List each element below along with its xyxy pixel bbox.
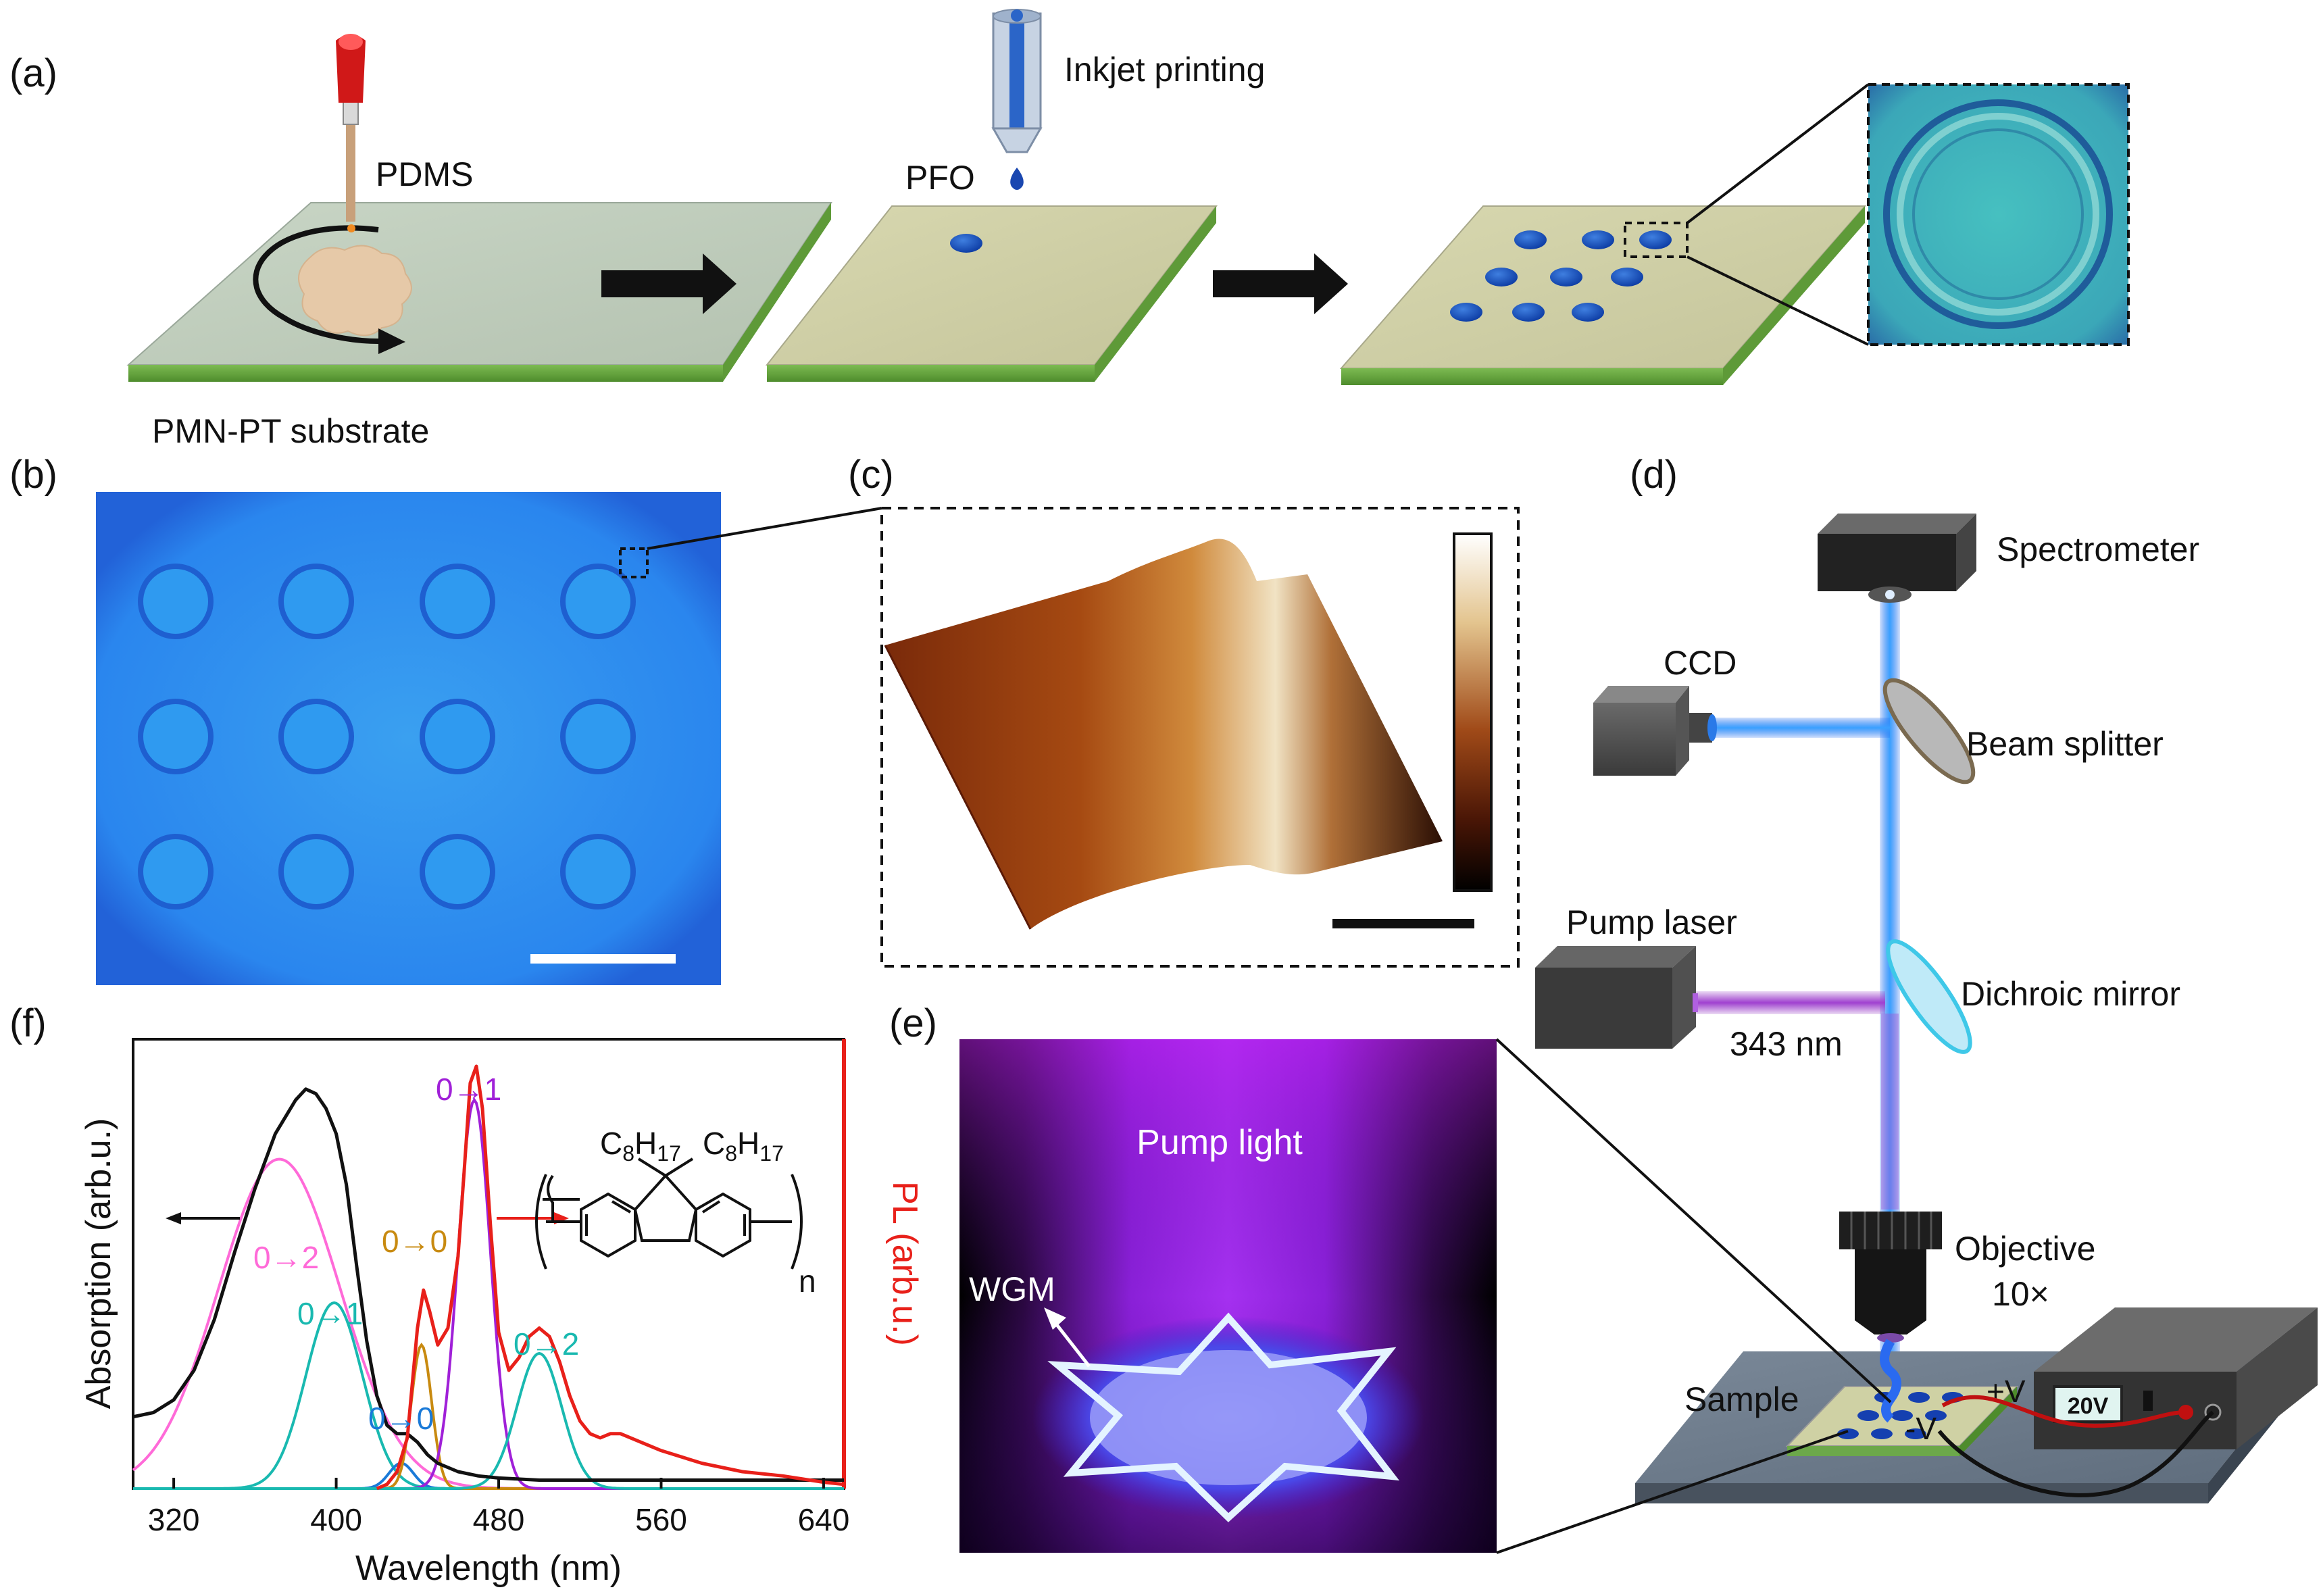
- afm-image: [880, 507, 1520, 968]
- anno-pl-02: 0→2: [514, 1326, 579, 1362]
- microdisk: [420, 564, 495, 639]
- minus-v-label: -V: [1905, 1411, 1937, 1446]
- dichroic-mirror-label: Dichroic mirror: [1961, 975, 2180, 1013]
- substrate-plate-3: [1339, 205, 1867, 385]
- zoom-line-e2: [1496, 1430, 1849, 1554]
- dichroic-mirror-icon: [1886, 939, 1972, 1054]
- zoom-line-a1: [1686, 83, 1870, 224]
- panel-e-label: (e): [889, 1001, 937, 1045]
- scale-bar-b: [530, 954, 676, 964]
- microdisk: [278, 699, 354, 774]
- x-tick-label: 480: [473, 1502, 525, 1537]
- objective-label: Objective: [1955, 1230, 2095, 1268]
- voltage-display: 20V: [2068, 1393, 2109, 1419]
- y-axis-label-right: PL (arb.u.): [885, 1181, 924, 1346]
- spectra-chart: 320 400 480 560 640 Wavelength (nm) Absorpti…: [79, 1038, 924, 1588]
- positive-wire: [1941, 1395, 2187, 1428]
- x-tick-label: 320: [148, 1502, 200, 1537]
- microdisk: [560, 564, 636, 639]
- microdisk: [420, 699, 495, 774]
- microdisk: [138, 834, 214, 909]
- anno-pl-00: 0→0: [382, 1224, 447, 1259]
- wgm-label: WGM: [969, 1270, 1055, 1308]
- signal-beam-ccd: [1713, 718, 1890, 738]
- beam-splitter-label: Beam splitter: [1966, 725, 2164, 763]
- chem-substituent-right: C8H17: [703, 1126, 784, 1166]
- chem-substituent-left: C8H17: [600, 1126, 681, 1166]
- x-tick-label: 640: [798, 1502, 850, 1537]
- series-absorption: [132, 1087, 844, 1482]
- x-tick-label: 560: [635, 1502, 687, 1537]
- panel-b-label: (b): [9, 453, 57, 497]
- microdisk: [560, 699, 636, 774]
- y-axis-label-left: Absorption (arb.u.): [79, 1118, 118, 1410]
- zoom-line-e1: [1495, 1038, 1892, 1403]
- gaussian-component-6: [133, 1351, 844, 1490]
- wavelength-label: 343 nm: [1730, 1025, 1843, 1063]
- pump-light-label: Pump light: [1136, 1123, 1303, 1162]
- objective-icon: [1839, 1212, 1942, 1343]
- substrate-plate-2: [765, 205, 1218, 382]
- microdisk: [138, 564, 214, 639]
- gaussian-component-2: [133, 1301, 844, 1490]
- microdisk: [278, 834, 354, 909]
- wgm-illustration: [959, 1039, 1497, 1553]
- sample-label: Sample: [1684, 1380, 1799, 1418]
- panel-c-label: (c): [848, 453, 894, 497]
- ccd-icon: [1593, 686, 1717, 776]
- gaussian-component-4: [133, 1343, 844, 1490]
- series-pl: [376, 1064, 845, 1491]
- microdisk-inset-image: [1867, 83, 2130, 346]
- process-arrow-2: [1213, 253, 1348, 314]
- spectrometer-icon: [1818, 514, 1976, 603]
- pump-beam-horizontal: [1693, 991, 1885, 1014]
- ccd-label: CCD: [1664, 644, 1737, 682]
- pump-beam-vertical: [1881, 1014, 1899, 1210]
- microdisk: [138, 699, 214, 774]
- chem-subscript-n: n: [799, 1264, 816, 1299]
- microdisk: [278, 564, 354, 639]
- negative-wire: [1937, 1410, 2214, 1497]
- substrate-label: PMN-PT substrate: [152, 412, 429, 450]
- x-axis-label: Wavelength (nm): [355, 1549, 622, 1588]
- panel-f-label: (f): [9, 1001, 47, 1045]
- panel-d-label: (d): [1630, 453, 1678, 497]
- microdisk: [560, 834, 636, 909]
- dropper-icon: [336, 34, 366, 232]
- microdisk: [420, 834, 495, 909]
- spectrometer-label: Spectrometer: [1997, 530, 2199, 568]
- inkjet-label: Inkjet printing: [1064, 51, 1265, 89]
- anno-abs-00: 0→0: [368, 1401, 434, 1436]
- anno-abs-01: 0→1: [297, 1296, 363, 1331]
- pdms-label: PDMS: [376, 155, 473, 193]
- substrate-plate-1: [126, 202, 832, 382]
- scale-bar-c: [1332, 919, 1474, 928]
- magnification-label: 10×: [1992, 1275, 2049, 1313]
- pump-laser-icon: [1535, 946, 1698, 1049]
- microscope-image: [96, 492, 721, 985]
- beam-splitter-icon: [1882, 678, 1976, 784]
- pfo-label: PFO: [905, 159, 975, 197]
- zoom-line-b: [647, 507, 882, 550]
- x-tick-label: 400: [310, 1502, 362, 1537]
- process-arrow-1: [601, 253, 736, 314]
- pfo-structure: [534, 1157, 803, 1270]
- panel-a-label: (a): [9, 51, 57, 95]
- inkjet-nozzle-icon: [991, 9, 1043, 190]
- power-supply-icon: 20V: [2034, 1307, 2318, 1449]
- anno-pl-01: 0→1: [436, 1072, 501, 1107]
- pump-laser-label: Pump laser: [1566, 903, 1737, 941]
- anno-abs-02: 0→2: [253, 1240, 319, 1275]
- zoom-line-a2: [1687, 255, 1869, 346]
